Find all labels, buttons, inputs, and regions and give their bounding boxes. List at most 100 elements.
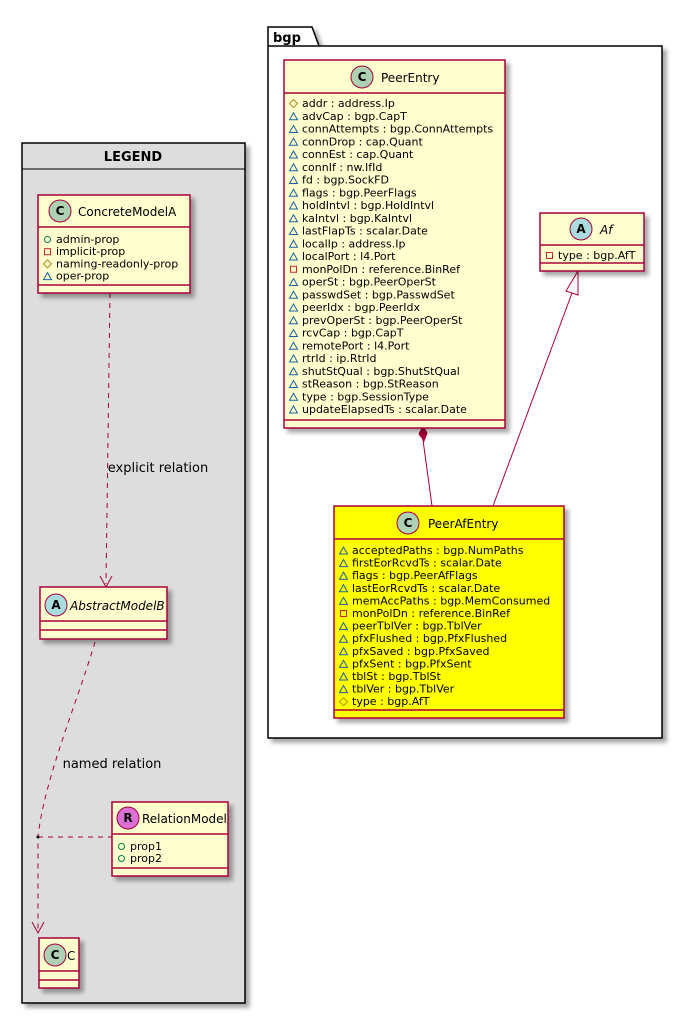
package-visibility-icon (288, 366, 299, 376)
package-visibility-icon (288, 111, 299, 121)
attribute: passwdSet : bgp.PasswdSet (302, 288, 455, 301)
attribute: remotePort : l4.Port (302, 339, 410, 352)
class-name: C (67, 949, 75, 963)
attribute: prop2 (130, 852, 162, 865)
generalization-triangle (565, 269, 579, 296)
class-c[interactable]: C C (38, 937, 80, 989)
abstract-stereotype-icon (44, 593, 68, 617)
package-visibility-icon (338, 646, 349, 656)
attribute: pfxSaved : bgp.PfxSaved (352, 645, 490, 658)
package-visibility-icon (288, 226, 299, 235)
package-visibility-icon (288, 175, 299, 184)
attribute: type : bgp.SessionType (302, 390, 429, 403)
stereotype-letter: R (123, 811, 132, 825)
stereotype-letter: C (358, 70, 367, 84)
stereotype-letter: A (51, 598, 61, 612)
attribute-list: admin-propimplicit-propnaming-readonly-p… (42, 233, 178, 283)
class-name: ConcreteModelA (78, 205, 177, 219)
package-visibility-icon (338, 684, 349, 694)
class-abstract-model-b[interactable]: A AbstractModelB (39, 586, 168, 640)
class-peer-af-entry[interactable]: C PeerAfEntry acceptedPaths : bgp.NumPat… (333, 505, 565, 719)
attribute-list: acceptedPaths : bgp.NumPathsfirstEorRcvd… (338, 544, 550, 708)
package-visibility-icon (42, 271, 53, 281)
attribute: flags : bgp.PeerAfFlags (352, 569, 478, 582)
protected-visibility-icon (288, 98, 299, 109)
private-visibility-icon (340, 610, 347, 617)
attribute: stReason : bgp.StReason (302, 378, 439, 391)
class-stereotype-icon (43, 943, 67, 967)
generalization-edge (492, 292, 573, 507)
attribute: fd : bgp.SockFD (302, 174, 389, 187)
package-visibility-icon (288, 239, 299, 248)
package-visibility-icon (338, 571, 349, 580)
abstract-stereotype-icon (569, 217, 593, 241)
package-visibility-icon (338, 583, 349, 593)
explicit-relation-edge (105, 292, 111, 585)
attribute: memAccPaths : bgp.MemConsumed (352, 594, 550, 607)
relation-stereotype-icon (116, 806, 140, 830)
private-visibility-icon (44, 248, 51, 256)
public-visibility-icon (118, 855, 125, 862)
bgp-package-name: bgp (273, 31, 301, 46)
package-visibility-icon (288, 328, 299, 337)
stereotype-letter: C (51, 948, 60, 962)
legend-title: LEGEND (104, 150, 163, 165)
attribute: peerTblVer : bgp.TblVer (352, 620, 482, 633)
stereotype-letter: C (56, 204, 65, 218)
attribute: naming-readonly-prop (56, 257, 178, 270)
attribute: implicit-prop (56, 245, 125, 258)
public-visibility-icon (118, 843, 125, 850)
private-visibility-icon (290, 265, 297, 273)
named-relation-arrowhead (31, 921, 45, 935)
attribute: lastEorRcvdTs : scalar.Date (352, 582, 500, 595)
package-visibility-icon (288, 404, 299, 414)
attribute: oper-prop (56, 270, 109, 283)
attribute: holdIntvl : bgp.HoldIntvl (302, 199, 434, 212)
package-visibility-icon (288, 200, 299, 210)
attribute: tblSt : bgp.TblSt (352, 670, 442, 683)
attribute: pfxFlushed : bgp.PfxFlushed (352, 632, 507, 645)
package-visibility-icon (288, 353, 299, 363)
attribute: connDrop : cap.Quant (302, 135, 423, 148)
attribute: monPolDn : reference.BinRef (302, 263, 461, 276)
attribute: localPort : l4.Port (302, 250, 396, 263)
stereotype-letter: A (576, 222, 586, 236)
attribute-list: type : bgp.AfT (546, 249, 636, 262)
stereotype-letter: C (404, 516, 413, 530)
attribute: connIf : nw.IfId (302, 161, 382, 174)
protected-visibility-icon (338, 696, 349, 707)
package-visibility-icon (288, 290, 299, 299)
package-visibility-icon (288, 124, 299, 133)
package-visibility-icon (288, 137, 299, 146)
class-stereotype-icon (396, 511, 420, 535)
attribute: kaIntvl : bgp.KaIntvl (302, 212, 412, 225)
package-visibility-icon (288, 379, 299, 388)
attribute: admin-prop (56, 233, 119, 246)
package-visibility-icon (288, 162, 299, 172)
package-visibility-icon (288, 251, 299, 261)
class-name: PeerEntry (381, 71, 439, 85)
package-visibility-icon (288, 188, 299, 197)
attribute: advCap : bgp.CapT (302, 110, 407, 123)
package-visibility-icon (288, 392, 299, 401)
attribute: operSt : bgp.PeerOperSt (302, 276, 437, 289)
package-visibility-icon (338, 545, 349, 555)
attribute: peerIdx : bgp.PeerIdx (302, 301, 420, 314)
attribute: updateElapsedTs : scalar.Date (302, 403, 467, 416)
edges (31, 269, 579, 935)
package-visibility-icon (288, 277, 299, 286)
attribute: flags : bgp.PeerFlags (302, 186, 417, 199)
package-visibility-icon (288, 315, 299, 325)
package-visibility-icon (338, 671, 349, 681)
attribute: pfxSent : bgp.PfxSent (352, 657, 472, 670)
package-visibility-icon (288, 213, 299, 223)
attribute: rcvCap : bgp.CapT (302, 327, 404, 340)
attribute: tblVer : bgp.TblVer (352, 683, 455, 696)
class-af[interactable]: A Af type : bgp.AfT (539, 212, 645, 272)
composition-edge (422, 439, 433, 507)
class-concrete-model-a[interactable]: C ConcreteModelA admin-propimplicit-prop… (37, 194, 191, 294)
attribute: localIp : address.Ip (302, 237, 406, 250)
